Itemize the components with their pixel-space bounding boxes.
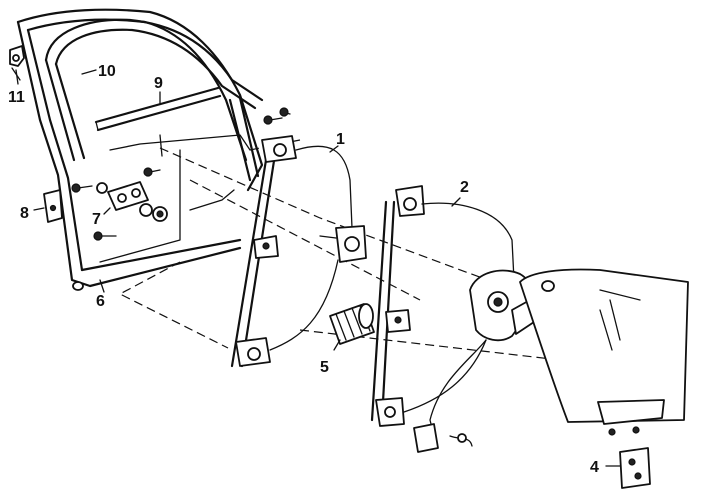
- handle-assembly-7: [96, 181, 168, 222]
- window-regulator-1: [230, 135, 367, 368]
- window-seal: [44, 18, 264, 182]
- callout-4: 4: [590, 459, 599, 476]
- door-frame: [16, 8, 264, 291]
- callout-11: 11: [8, 89, 25, 106]
- callout-9: 9: [154, 75, 163, 92]
- bracket-8: [43, 189, 63, 223]
- belt-moulding: [94, 86, 222, 132]
- callout-2: 2: [460, 179, 469, 196]
- bolts: [71, 107, 291, 241]
- clip-11: [9, 45, 25, 81]
- door-glass: [519, 268, 689, 436]
- motor-boot-5: [329, 303, 375, 345]
- callout-1: 1: [336, 131, 345, 148]
- channel-bracket-4: [619, 447, 651, 489]
- callout-7: 7: [92, 211, 101, 228]
- callout-8: 8: [20, 205, 29, 222]
- callout-6: 6: [96, 293, 105, 310]
- leader-lines: [15, 69, 621, 467]
- window-regulator-2: [370, 185, 535, 453]
- callout-5: 5: [320, 359, 329, 376]
- callout-10: 10: [98, 63, 116, 80]
